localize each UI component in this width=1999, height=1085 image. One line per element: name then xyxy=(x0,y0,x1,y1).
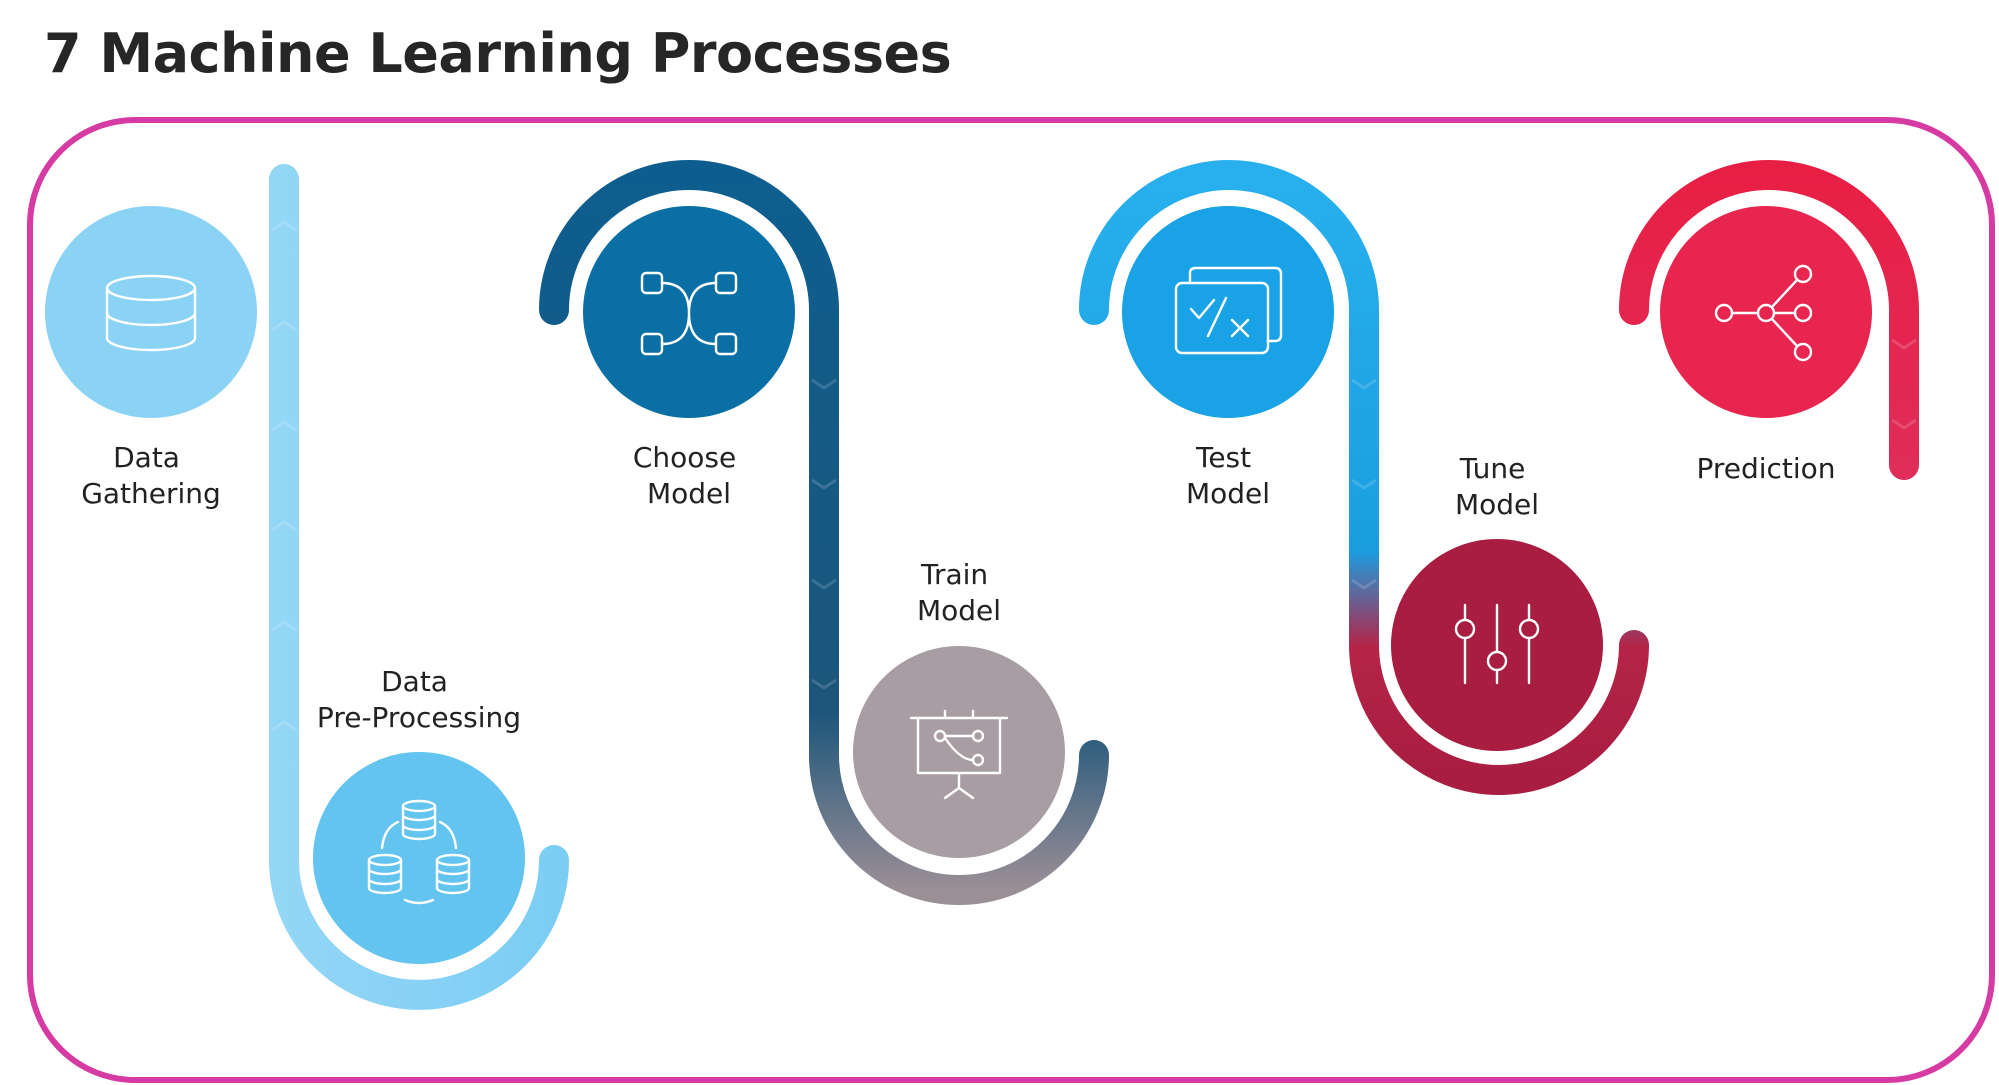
prediction-network-icon xyxy=(1714,264,1813,362)
step-test-model: Test Model xyxy=(1122,206,1334,510)
path-segment-7 xyxy=(1619,160,1919,480)
step-circle-data-gathering xyxy=(45,206,257,418)
step-label-train-model: Train Model xyxy=(917,558,1001,627)
step-data-gathering: Data Gathering xyxy=(45,206,257,510)
step-data-pre-processing: Data Pre-Processing xyxy=(313,665,525,964)
step-tune-model: Tune Model xyxy=(1391,452,1603,751)
path-segment-5 xyxy=(1079,160,1649,795)
process-path xyxy=(269,160,1919,1010)
step-label-prediction: Prediction xyxy=(1696,452,1835,485)
step-label-data-pre-processing: Data Pre-Processing xyxy=(317,665,521,734)
sliders-icon xyxy=(1454,603,1540,685)
step-train-model: Train Model xyxy=(853,558,1065,858)
test-check-icon xyxy=(1174,266,1283,355)
frame-border xyxy=(27,117,1995,1083)
presentation-board-icon xyxy=(909,709,1009,800)
data-sync-icon xyxy=(367,799,471,905)
page-title: 7 Machine Learning Processes xyxy=(44,22,952,85)
step-circle-train-model xyxy=(853,646,1065,858)
step-prediction: Prediction xyxy=(1660,206,1872,485)
step-label-tune-model: Tune Model xyxy=(1455,452,1539,521)
step-label-test-model: Test Model xyxy=(1186,441,1270,510)
step-circle-prediction xyxy=(1660,206,1872,418)
step-label-data-gathering: Data Gathering xyxy=(81,441,221,510)
database-icon xyxy=(105,274,197,352)
path-segment-1 xyxy=(269,164,569,1010)
path-texture xyxy=(271,220,1917,802)
path-segment-3 xyxy=(539,160,1109,905)
step-choose-model: Choose Model xyxy=(583,206,795,510)
step-circle-test-model xyxy=(1122,206,1334,418)
step-label-choose-model: Choose Model xyxy=(633,441,745,510)
model-graph-icon xyxy=(640,271,738,356)
step-circle-data-pre-processing xyxy=(313,752,525,964)
